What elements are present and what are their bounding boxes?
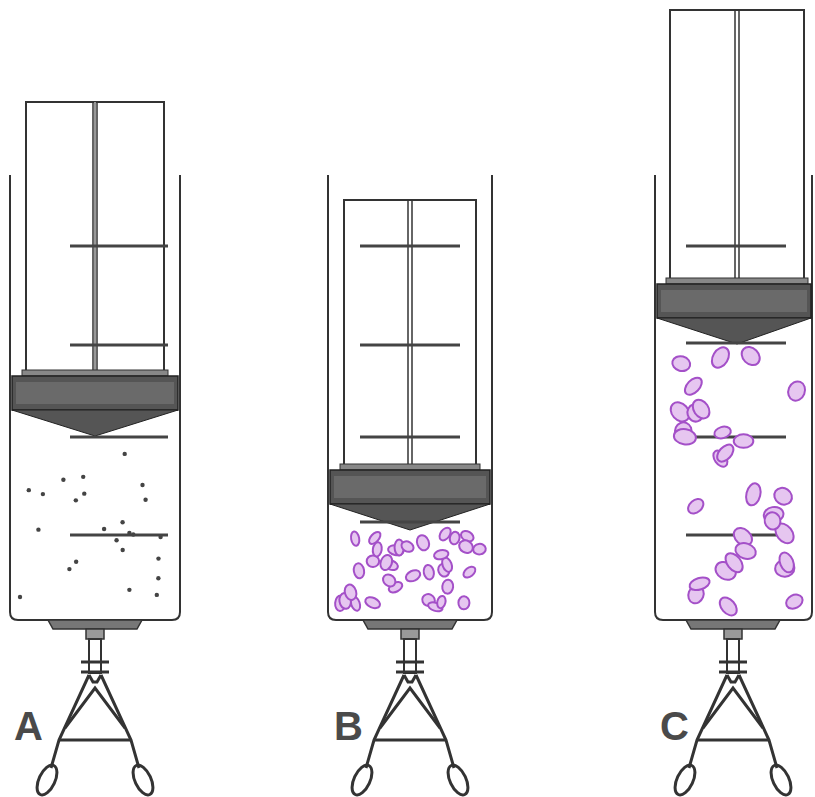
cell — [685, 496, 706, 516]
cell — [682, 375, 705, 398]
particle — [82, 491, 86, 495]
cell — [436, 595, 447, 609]
panel-label: B — [334, 706, 363, 746]
cell — [442, 579, 454, 594]
cell — [381, 572, 398, 589]
particle — [120, 548, 124, 552]
cell — [738, 343, 763, 368]
cell — [422, 564, 435, 580]
cell — [771, 484, 795, 508]
particle — [61, 478, 65, 482]
particle — [131, 532, 135, 536]
cell — [734, 434, 754, 448]
particle — [127, 531, 131, 535]
particle — [74, 498, 78, 502]
cell — [378, 553, 394, 571]
particle — [120, 520, 124, 524]
panel-label: C — [660, 706, 689, 746]
cell — [744, 482, 763, 507]
particle — [27, 488, 31, 492]
particle — [18, 595, 22, 599]
cell — [372, 542, 383, 557]
particle — [156, 576, 160, 580]
cell — [671, 354, 692, 373]
cell — [716, 594, 740, 618]
particle — [143, 498, 147, 502]
syringe-c — [655, 10, 812, 797]
particle — [102, 527, 106, 531]
particle — [140, 483, 144, 487]
cell — [689, 397, 713, 422]
cell — [457, 538, 475, 556]
particle — [158, 535, 162, 539]
particle — [74, 560, 78, 564]
cell — [343, 583, 358, 601]
cell — [713, 425, 732, 440]
cell — [777, 550, 797, 574]
cell — [400, 539, 416, 554]
cell — [763, 511, 782, 532]
cell — [364, 595, 382, 610]
cell — [433, 549, 449, 561]
cell — [722, 550, 746, 575]
particle — [127, 588, 131, 592]
particle — [155, 593, 159, 597]
cell — [473, 543, 487, 555]
panel-label: A — [14, 706, 43, 746]
cell — [437, 526, 453, 543]
cell — [673, 428, 697, 446]
cell — [688, 575, 711, 592]
cell — [404, 568, 422, 583]
cell — [353, 562, 366, 579]
particle — [41, 492, 45, 496]
cell — [415, 533, 431, 552]
cell — [458, 596, 469, 609]
cell — [708, 344, 732, 370]
cell — [784, 592, 805, 612]
cell — [714, 442, 737, 465]
particle — [114, 538, 118, 542]
cell — [350, 531, 360, 547]
syringe-b — [328, 175, 492, 797]
cell — [461, 565, 477, 580]
cell — [785, 379, 808, 403]
particle — [67, 567, 71, 571]
particle — [156, 556, 160, 560]
particle — [123, 452, 127, 456]
particle — [36, 527, 40, 531]
particle — [81, 475, 85, 479]
syringe-a — [10, 102, 180, 797]
